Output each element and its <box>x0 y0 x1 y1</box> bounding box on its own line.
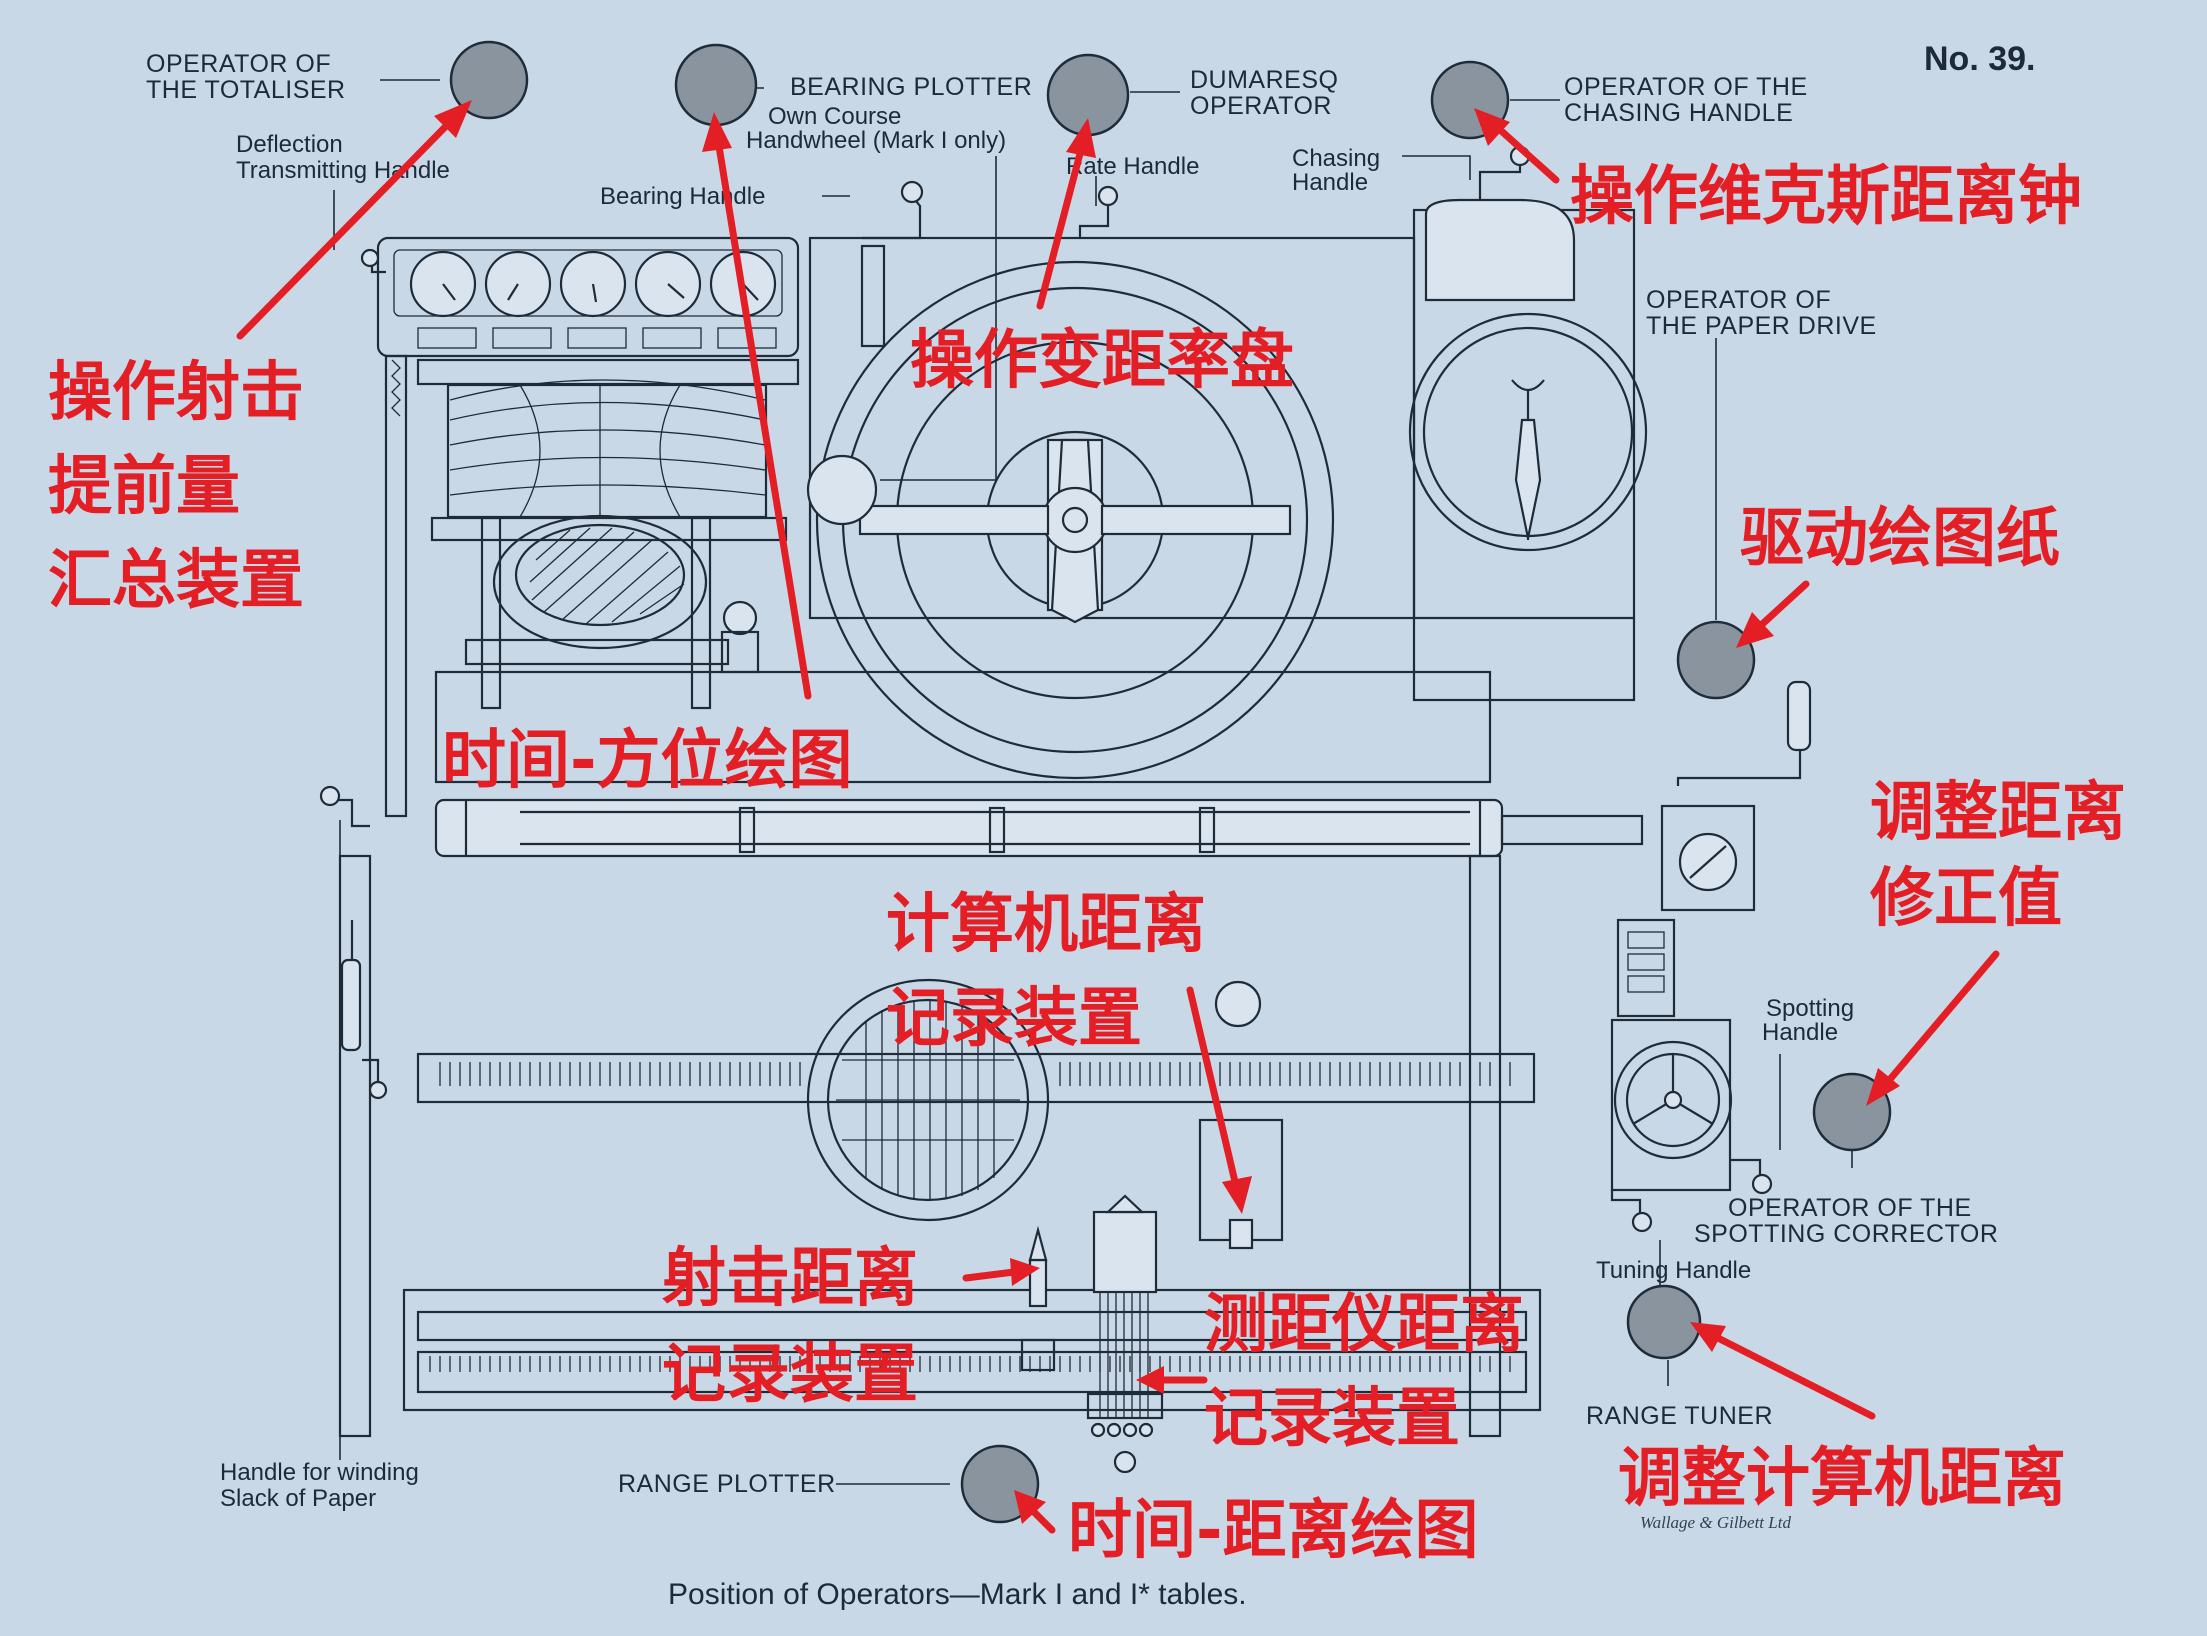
label-spotting-handle-1: Spotting <box>1766 995 1854 1022</box>
label-chasing-handle-1: Chasing <box>1292 145 1380 172</box>
label-range-plotter: RANGE PLOTTER <box>618 1470 836 1498</box>
label-winding-1: Handle for winding <box>220 1459 419 1486</box>
annotation-spotting-2: 修正值 <box>1870 862 2062 936</box>
plate-number: No. 39. <box>1924 40 2035 78</box>
annotation-tune-clock-range: 调整计算机距离 <box>1618 1442 2066 1516</box>
rate-dial <box>806 260 1335 780</box>
label-bearing-handle: Bearing Handle <box>600 183 765 210</box>
annotation-chasing: 操作维克斯距离钟 <box>1570 160 2082 234</box>
label-range-tuner: RANGE TUNER <box>1586 1402 1773 1430</box>
totaliser-dials <box>409 250 777 318</box>
annotation-time-bearing-plot: 时间-方位绘图 <box>442 724 853 798</box>
annotation-clock-range-1: 计算机距离 <box>886 888 1206 962</box>
label-chasing-handle-2: Handle <box>1292 169 1368 196</box>
annotation-rate-dial: 操作变距率盘 <box>910 324 1294 398</box>
label-totaliser-1: OPERATOR OF <box>146 50 331 78</box>
spotting-box <box>1610 804 1756 1192</box>
label-bearing-plotter: BEARING PLOTTER <box>790 73 1032 101</box>
publisher-imprint: Wallage & Gilbett Ltd <box>1640 1513 1791 1532</box>
annotation-totaliser-3: 汇总装置 <box>48 544 304 618</box>
label-dumaresq-2: OPERATOR <box>1190 92 1332 120</box>
label-totaliser-2: THE TOTALISER <box>146 76 346 104</box>
annotation-time-range-plot: 时间-距离绘图 <box>1068 1494 1479 1568</box>
operator-totaliser-disc <box>449 40 529 120</box>
annotation-rangefinder-2: 记录装置 <box>1204 1382 1460 1456</box>
label-spotting-handle-2: Handle <box>1762 1019 1838 1046</box>
annotation-clock-range-2: 记录装置 <box>886 982 1142 1056</box>
operator-bearing-plotter-disc <box>674 43 758 127</box>
label-own-course-1: Own Course <box>768 103 901 130</box>
label-spotting-op-2: SPOTTING CORRECTOR <box>1694 1220 1998 1248</box>
rack-teeth-upper <box>439 1062 1511 1086</box>
annotation-gun-range-2: 记录装置 <box>662 1338 918 1412</box>
label-rate-handle: Rate Handle <box>1066 153 1199 180</box>
annotation-spotting-1: 调整距离 <box>1870 776 2126 850</box>
annotation-totaliser-1: 操作射击 <box>48 356 304 430</box>
label-deflection-2: Transmitting Handle <box>236 157 450 184</box>
label-own-course-2: Handwheel (Mark I only) <box>746 127 1006 154</box>
label-tuning-handle: Tuning Handle <box>1596 1257 1751 1284</box>
label-dumaresq-1: DUMARESQ <box>1190 66 1338 94</box>
label-chasing-op-1: OPERATOR OF THE <box>1564 73 1808 101</box>
operator-positions <box>449 40 1892 1524</box>
annotation-gun-range-1: 射击距离 <box>662 1242 918 1316</box>
annotation-arrows <box>236 100 2000 1534</box>
rack-teeth-lower <box>429 1356 1511 1372</box>
label-deflection-1: Deflection <box>236 131 343 158</box>
label-paper-drive-1: OPERATOR OF <box>1646 286 1831 314</box>
label-winding-2: Slack of Paper <box>220 1485 376 1512</box>
label-paper-drive-2: THE PAPER DRIVE <box>1646 312 1877 340</box>
operator-paper-drive-disc <box>1676 620 1756 700</box>
label-chasing-op-2: CHASING HANDLE <box>1564 99 1793 127</box>
label-spotting-op-1: OPERATOR OF THE <box>1728 1194 1972 1222</box>
operator-range-tuner-disc <box>1626 1284 1702 1360</box>
plate-caption: Position of Operators—Mark I and I* tabl… <box>668 1578 1247 1611</box>
machine-drawing <box>319 145 1812 1474</box>
annotation-rangefinder-1: 测距仪距离 <box>1204 1288 1524 1362</box>
annotation-totaliser-2: 提前量 <box>48 450 240 524</box>
annotation-paper-drive: 驱动绘图纸 <box>1740 502 2060 576</box>
